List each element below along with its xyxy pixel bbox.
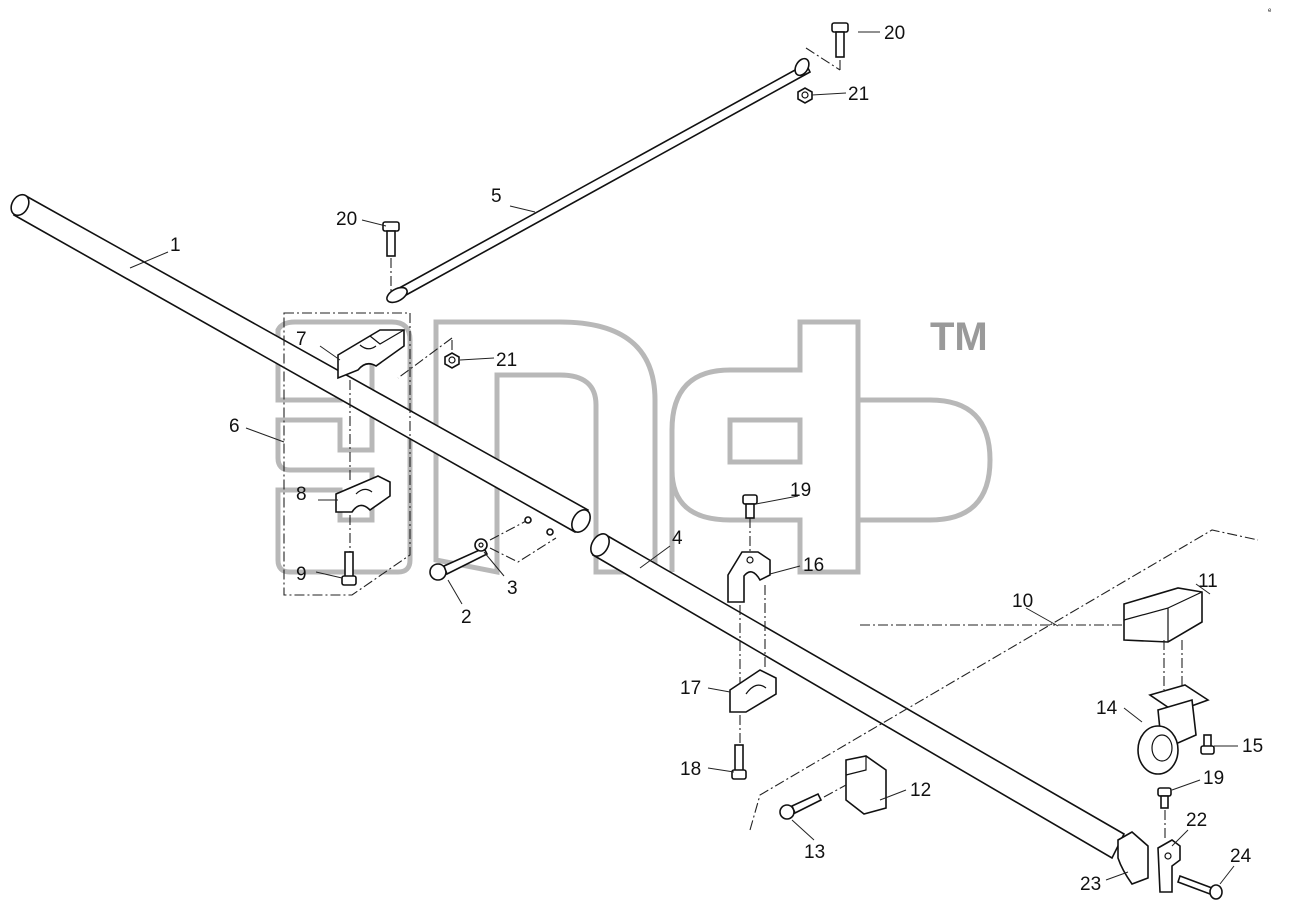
callout-6: 6	[229, 416, 240, 437]
bolt-part-19-upper	[742, 494, 758, 519]
callout-13: 13	[804, 842, 825, 863]
callout-9: 9	[296, 564, 307, 585]
clamp-part-16	[727, 518, 771, 690]
callout-16: 16	[803, 555, 824, 576]
callout-8: 8	[296, 484, 307, 505]
callout-21-top: 21	[848, 84, 869, 105]
callout-2: 2	[461, 607, 472, 628]
nut-part-21-top	[797, 87, 813, 104]
bolt-part-24	[1176, 874, 1223, 900]
callout-19-lower: 19	[1203, 768, 1224, 789]
callout-19-upper: 19	[790, 480, 811, 501]
caster-wheel-part-14	[1137, 684, 1210, 775]
washer-part-3	[474, 516, 557, 563]
bracket-part-11	[1123, 587, 1203, 690]
callout-17: 17	[680, 678, 701, 699]
end-clamp-part-23	[1117, 831, 1149, 885]
caster-assembly-part-10	[749, 529, 1259, 831]
callout-18: 18	[680, 759, 701, 780]
tie-rod-part-5	[386, 57, 812, 304]
end-clamp-part-22	[1157, 839, 1181, 893]
tube-part-4	[590, 533, 1126, 860]
bolt-part-15	[1200, 734, 1215, 755]
watermark-logo: TM	[275, 315, 993, 576]
callout-22: 22	[1186, 810, 1207, 831]
callout-1: 1	[170, 235, 181, 256]
callout-14: 14	[1096, 698, 1118, 719]
tube-part-1	[10, 193, 591, 534]
bolt-part-18	[731, 744, 747, 780]
block-part-12	[845, 755, 887, 815]
trademark-text: TM	[930, 315, 988, 359]
callout-23: 23	[1080, 874, 1101, 895]
callout-12: 12	[910, 780, 931, 801]
callout-7: 7	[296, 329, 307, 350]
clamp-part-17	[729, 669, 777, 745]
clamp-assembly-part-6	[283, 312, 411, 596]
callout-24: 24	[1230, 846, 1252, 867]
bolt-part-13	[779, 784, 847, 820]
callout-4: 4	[672, 528, 683, 549]
bolt-part-20-mid	[382, 221, 400, 292]
nut-part-21-mid	[397, 337, 460, 379]
callout-15: 15	[1242, 736, 1263, 757]
bolt-part-19-lower	[1157, 787, 1172, 840]
callout-21-mid: 21	[496, 350, 517, 371]
callout-20-mid: 20	[336, 209, 357, 230]
callout-11: 11	[1198, 571, 1218, 592]
leader-lines	[129, 31, 1238, 885]
callout-3: 3	[507, 578, 518, 599]
callout-20-top: 20	[884, 23, 905, 44]
callout-5: 5	[491, 186, 502, 207]
callout-10: 10	[1012, 591, 1033, 612]
bolt-part-2	[429, 546, 489, 581]
bolt-part-20-top	[805, 22, 849, 71]
corner-code: e	[1268, 8, 1272, 14]
